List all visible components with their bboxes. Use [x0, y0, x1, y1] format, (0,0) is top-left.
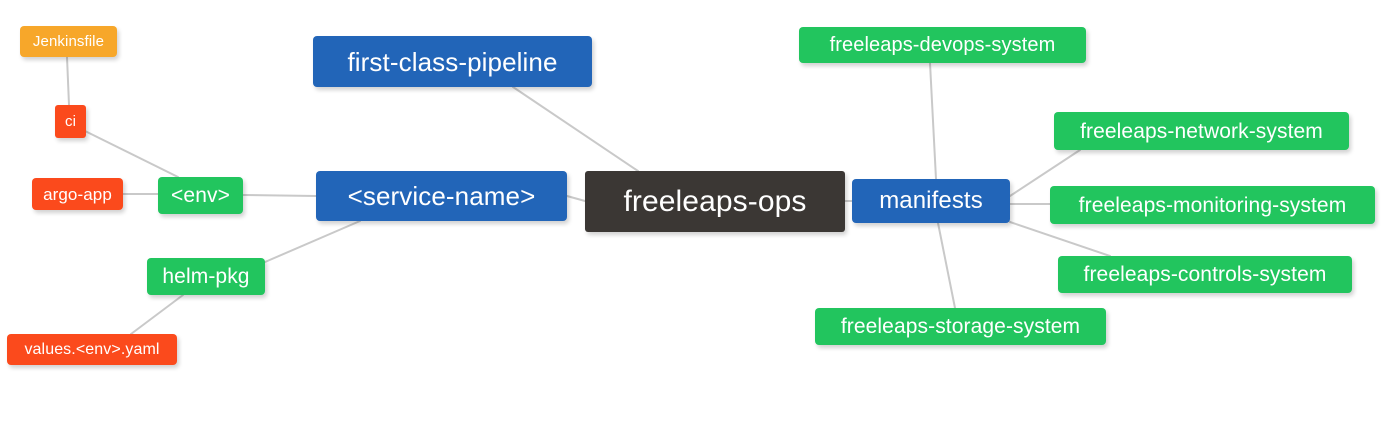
- node-label: freeleaps-controls-system: [1083, 263, 1327, 286]
- edge-manifests-to-freeleaps-devops-system: [929, 62, 937, 180]
- node-values-yaml[interactable]: values.<env>.yaml: [7, 334, 177, 365]
- node-label: values.<env>.yaml: [24, 340, 160, 358]
- node-env[interactable]: <env>: [158, 177, 243, 214]
- node-argo-app[interactable]: argo-app: [32, 178, 123, 210]
- edge-helm-pkg-to-values-yaml: [130, 294, 184, 335]
- edge-service-name-to-helm-pkg: [264, 220, 361, 263]
- node-label: freeleaps-ops: [623, 184, 807, 218]
- node-label: freeleaps-monitoring-system: [1078, 193, 1347, 217]
- node-label: argo-app: [43, 184, 112, 204]
- edge-freeleaps-ops-to-first-class-pipeline: [512, 86, 639, 172]
- node-ci[interactable]: ci: [55, 105, 86, 138]
- node-freeleaps-storage-system[interactable]: freeleaps-storage-system: [815, 308, 1106, 345]
- edge-service-name-to-env: [242, 194, 317, 197]
- node-manifests[interactable]: manifests: [852, 179, 1010, 223]
- node-freeleaps-devops-system[interactable]: freeleaps-devops-system: [799, 27, 1086, 63]
- edge-ci-to-jenkinsfile: [66, 56, 70, 106]
- node-label: freeleaps-network-system: [1080, 119, 1323, 143]
- node-label: Jenkinsfile: [32, 33, 105, 50]
- edge-env-to-ci: [84, 130, 179, 178]
- node-label: <service-name>: [347, 181, 536, 211]
- node-freeleaps-controls-system[interactable]: freeleaps-controls-system: [1058, 256, 1352, 293]
- node-helm-pkg[interactable]: helm-pkg: [147, 258, 265, 295]
- node-first-class-pipeline[interactable]: first-class-pipeline: [313, 36, 592, 87]
- node-label: manifests: [879, 187, 983, 214]
- edge-manifests-to-freeleaps-controls-system: [1009, 221, 1111, 257]
- node-freeleaps-network-system[interactable]: freeleaps-network-system: [1054, 112, 1349, 150]
- node-label: ci: [64, 113, 77, 130]
- edge-freeleaps-ops-to-service-name: [566, 195, 586, 202]
- node-freeleaps-ops[interactable]: freeleaps-ops: [585, 171, 845, 232]
- node-label: helm-pkg: [162, 265, 250, 288]
- node-label: freeleaps-storage-system: [840, 315, 1081, 338]
- node-freeleaps-monitoring-system[interactable]: freeleaps-monitoring-system: [1050, 186, 1375, 224]
- node-label: first-class-pipeline: [347, 46, 558, 77]
- node-service-name[interactable]: <service-name>: [316, 171, 567, 221]
- node-jenkinsfile[interactable]: Jenkinsfile: [20, 26, 117, 57]
- edge-manifests-to-freeleaps-storage-system: [937, 222, 956, 309]
- node-label: freeleaps-devops-system: [829, 34, 1056, 56]
- node-label: <env>: [171, 184, 230, 207]
